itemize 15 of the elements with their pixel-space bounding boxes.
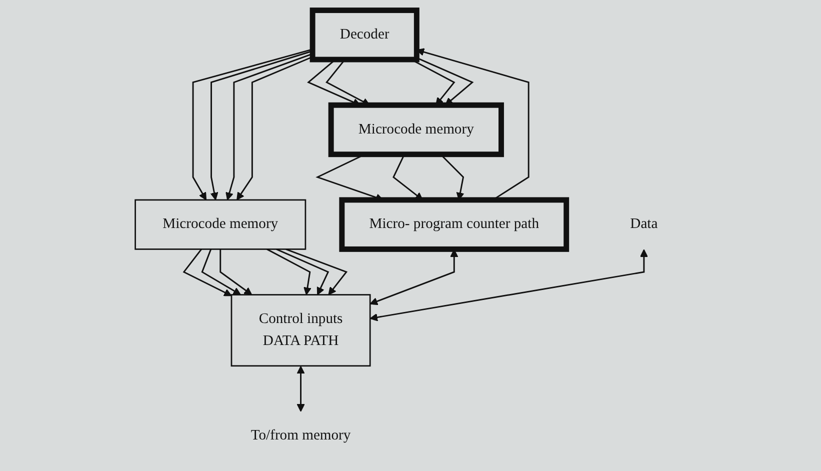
node-box: Control inputs DATA PATH (231, 294, 372, 367)
arrow (266, 248, 312, 296)
node-box: Microcode memory (328, 102, 504, 158)
arrow (276, 248, 330, 296)
arrow (183, 248, 232, 296)
node-text: To/from memory (251, 428, 352, 444)
arrow (202, 248, 242, 296)
arrow (370, 249, 648, 322)
node-box: Microcode memory (134, 199, 306, 250)
node-box: Micro- program counter path (340, 197, 570, 252)
node-box: Decoder (310, 8, 420, 62)
arrow (220, 249, 252, 296)
arrow (286, 248, 348, 296)
arrow (297, 366, 306, 412)
node-text: Data (630, 216, 658, 232)
